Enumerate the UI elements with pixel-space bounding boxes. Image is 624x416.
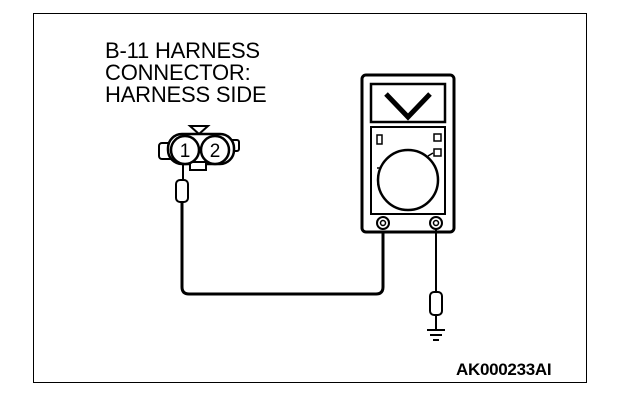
ground-lead — [429, 229, 443, 329]
voltage-symbol — [384, 92, 432, 121]
probe-wire — [180, 203, 385, 296]
panel-indicator-right-bottom — [433, 148, 442, 157]
connector-probe-tip — [175, 179, 189, 203]
connector-label-line-2: CONNECTOR: — [105, 60, 251, 85]
connector-pin-2 — [199, 134, 231, 166]
connector-label-line-3: HARNESS SIDE — [105, 82, 267, 107]
panel-indicator-right-top — [433, 133, 442, 142]
ground-icon — [427, 329, 445, 341]
pin-2-label: 2 — [210, 141, 221, 162]
connector-bottom-latch — [189, 161, 207, 171]
multimeter — [360, 73, 456, 234]
connector-label: B-11 HARNESS CONNECTOR: HARNESS SIDE — [105, 38, 267, 107]
connector-pin-1 — [169, 134, 201, 166]
connector-label-line-1: B-11 HARNESS — [105, 38, 260, 63]
pin-1-label: 1 — [180, 141, 191, 162]
connector-probe — [175, 164, 189, 203]
connector-lock-tab — [187, 125, 211, 136]
terminal-common-inner — [379, 219, 387, 227]
panel-indicator-left — [376, 134, 383, 145]
rotary-dial — [376, 148, 440, 212]
figure-border — [33, 13, 587, 383]
harness-connector: 1 2 — [158, 125, 240, 171]
terminal-volt-inner — [432, 219, 440, 227]
ground-probe-tip — [429, 291, 443, 316]
figure-id: AK000233AI — [456, 360, 552, 379]
